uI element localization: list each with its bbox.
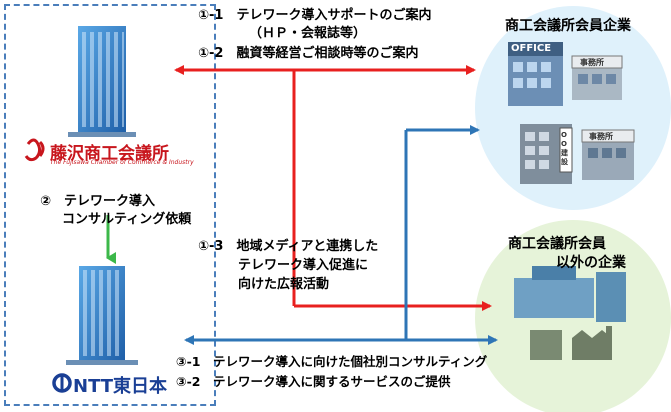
jimusho-sign: 事務所: [580, 58, 604, 67]
construction-building-icon: [520, 124, 573, 184]
member-companies-title: 商工会議所会員企業: [505, 18, 631, 34]
ntt-name: NTT東日本: [73, 376, 168, 397]
flow-1-1-line2: （ＨＰ・会報誌等）: [249, 26, 367, 41]
jimusho-building-icon-2: [581, 129, 635, 180]
chamber-logo-mark-icon: [24, 138, 45, 162]
flow-1-3-line3: 向けた広報活動: [238, 277, 330, 292]
ntt-chamber-dashed-frame: [4, 4, 216, 406]
nonmember-title-line2: 以外の企業: [556, 255, 626, 271]
flow-3-2: ③-2 テレワーク導入に関するサービスのご提供: [176, 374, 451, 389]
ntt-logo-mark-icon: [52, 373, 72, 393]
ntt-building-icon: [66, 266, 138, 365]
nonmember-buildings-icon: [514, 266, 626, 360]
flow-2-line1: ② テレワーク導入: [40, 194, 156, 209]
flow-1-3-line1: ①-3 地域メディアと連携した: [198, 239, 379, 254]
construction-sign: OO建設: [561, 131, 568, 166]
jimusho-building-icon: [571, 55, 623, 100]
chamber-building-icon: [68, 26, 136, 137]
nonmember-title-line1: 商工会議所会員: [508, 236, 606, 252]
office-sign: OFFICE: [511, 43, 552, 54]
flow-1-2: ①-2 融資等経営ご相談時等のご案内: [198, 46, 419, 61]
flow-3-1: ③-1 テレワーク導入に向けた個社別コンサルティング: [176, 354, 488, 369]
chamber-name: 藤沢商工会議所: [50, 144, 169, 164]
office-building-icon: [508, 42, 563, 106]
flow-1-1-line1: ①-1 テレワーク導入サポートのご案内: [198, 8, 432, 23]
flow-2-line2: コンサルティング依頼: [62, 212, 192, 227]
member-companies-blob: [475, 6, 671, 210]
flow-1-3-line2: テレワーク導入促進に: [238, 258, 369, 273]
chamber-subtitle: The Fujisawa Chamber of Commerce & Indus…: [50, 159, 194, 166]
jimusho-sign-2: 事務所: [589, 132, 613, 141]
